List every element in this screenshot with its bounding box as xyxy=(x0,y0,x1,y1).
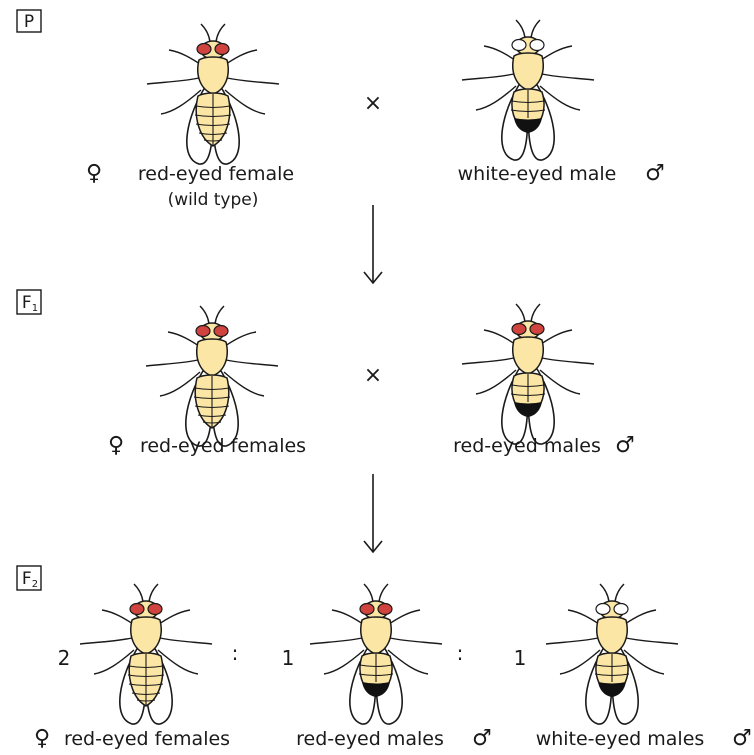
female-symbol: ♀ xyxy=(108,433,124,458)
generation-f2: F2 2 : 1 : 1 ♀ red-eyed females red-eyed… xyxy=(17,566,752,751)
male-symbol: ♂ xyxy=(615,433,635,458)
female-symbol: ♀ xyxy=(34,726,50,751)
fly-caption: red-eyed males xyxy=(453,435,601,457)
fly-white-eyed-male xyxy=(462,20,594,160)
generation-f1: F1 × ♀ red-eyed females red-eyed males ♂ xyxy=(17,290,635,458)
fly-caption: white-eyed males xyxy=(536,728,705,750)
ratio-value: 1 xyxy=(282,646,295,670)
generation-p: P × ♀ red-eyed female (wild type) white-… xyxy=(17,10,665,210)
fly-red-eyed-male xyxy=(310,584,442,724)
fly-caption: white-eyed male xyxy=(458,163,617,185)
female-symbol: ♀ xyxy=(86,161,102,186)
arrow-down xyxy=(364,474,382,552)
generation-label: F2 xyxy=(22,569,38,590)
male-symbol: ♂ xyxy=(472,726,492,751)
ratio-separator: : xyxy=(457,641,464,665)
fly-caption: red-eyed female xyxy=(138,163,294,185)
fly-caption: red-eyed males xyxy=(296,728,444,750)
fly-white-eyed-male xyxy=(546,584,678,724)
generation-label: P xyxy=(24,12,34,32)
fly-red-eyed-male xyxy=(462,304,594,444)
fly-red-eyed-female xyxy=(147,24,279,164)
fly-caption: red-eyed females xyxy=(64,728,230,750)
fly-caption: red-eyed females xyxy=(140,435,306,457)
fly-subcaption: (wild type) xyxy=(168,190,259,210)
ratio-separator: : xyxy=(232,641,239,665)
cross-symbol: × xyxy=(364,363,382,388)
arrow-down xyxy=(364,205,382,283)
male-symbol: ♂ xyxy=(732,726,752,751)
male-symbol: ♂ xyxy=(645,161,665,186)
fly-red-eyed-female xyxy=(80,584,212,724)
fly-red-eyed-female xyxy=(146,306,278,446)
generation-label: F1 xyxy=(22,293,38,314)
ratio-value: 2 xyxy=(58,646,71,670)
ratio-value: 1 xyxy=(514,646,527,670)
cross-symbol: × xyxy=(364,91,382,116)
